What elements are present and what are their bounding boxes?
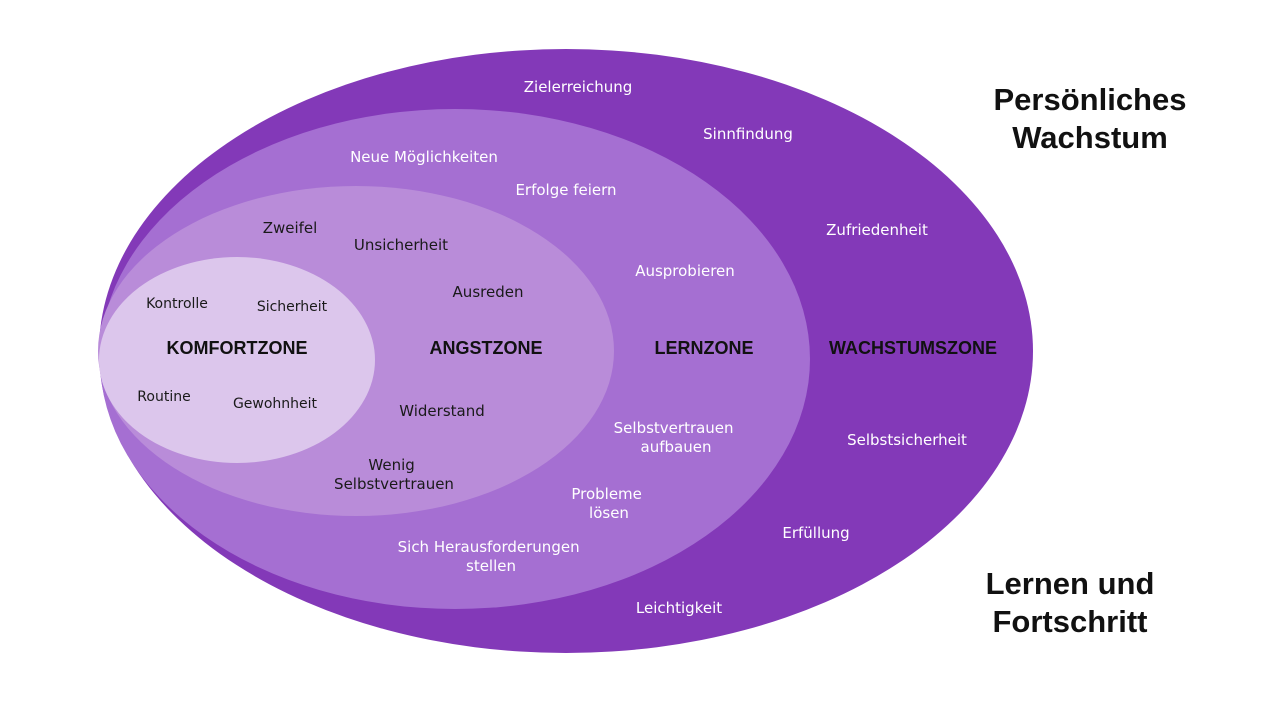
komfortzone-item: Routine <box>137 389 190 405</box>
komfortzone-label: KOMFORTZONE <box>167 338 308 358</box>
lernzone-item-line: lösen <box>589 504 629 522</box>
lernzone-item-line: Sich Herausforderungen <box>398 538 580 556</box>
lernzone-label: LERNZONE <box>655 338 754 358</box>
title-line: Fortschritt <box>992 604 1148 639</box>
wachstumszone-item: Zufriedenheit <box>826 221 928 239</box>
lernzone-item: Sich Herausforderungen stellen <box>398 538 585 575</box>
komfortzone-item: Kontrolle <box>146 296 208 312</box>
komfortzone-item: Gewohnheit <box>233 396 318 412</box>
angstzone-item: Wenig Selbstvertrauen <box>334 456 454 493</box>
wachstumszone-label: WACHSTUMSZONE <box>829 338 997 358</box>
wachstumszone-item: Selbstsicherheit <box>847 431 967 449</box>
angstzone-item: Zweifel <box>263 219 318 237</box>
title-line: Wachstum <box>1012 120 1168 155</box>
angstzone-label: ANGSTZONE <box>429 338 542 358</box>
lernzone-item: Selbstvertrauen aufbauen <box>614 419 739 456</box>
lernzone-item: Ausprobieren <box>635 262 735 280</box>
angstzone-item-line: Wenig <box>368 456 414 474</box>
komfortzone-item: Sicherheit <box>257 299 328 315</box>
wachstumszone-item: Leichtigkeit <box>636 599 722 617</box>
wachstumszone-item: Sinnfindung <box>703 125 793 143</box>
lernzone-item-line: aufbauen <box>641 438 712 456</box>
wachstumszone-item: Zielerreichung <box>524 78 633 96</box>
title-line: Persönliches <box>993 82 1187 117</box>
angstzone-item-line: Selbstvertrauen <box>334 475 454 493</box>
angstzone-item: Ausreden <box>453 283 524 301</box>
komfortzone-ellipse <box>99 257 375 463</box>
lernzone-item: Erfolge feiern <box>515 181 616 199</box>
lernzone-item-line: Probleme <box>571 485 642 503</box>
wachstumszone-item: Erfüllung <box>782 524 849 542</box>
title-lernen-und-fortschritt: Lernen und Fortschritt <box>940 565 1200 641</box>
angstzone-item: Unsicherheit <box>354 236 448 254</box>
lernzone-item: Neue Möglichkeiten <box>350 148 498 166</box>
title-persoenliches-wachstum: Persönliches Wachstum <box>960 81 1220 157</box>
title-line: Lernen und <box>985 566 1155 601</box>
lernzone-item-line: stellen <box>466 557 516 575</box>
lernzone-item-line: Selbstvertrauen <box>614 419 734 437</box>
lernzone-item: Probleme lösen <box>571 485 646 522</box>
angstzone-item: Widerstand <box>399 402 485 420</box>
